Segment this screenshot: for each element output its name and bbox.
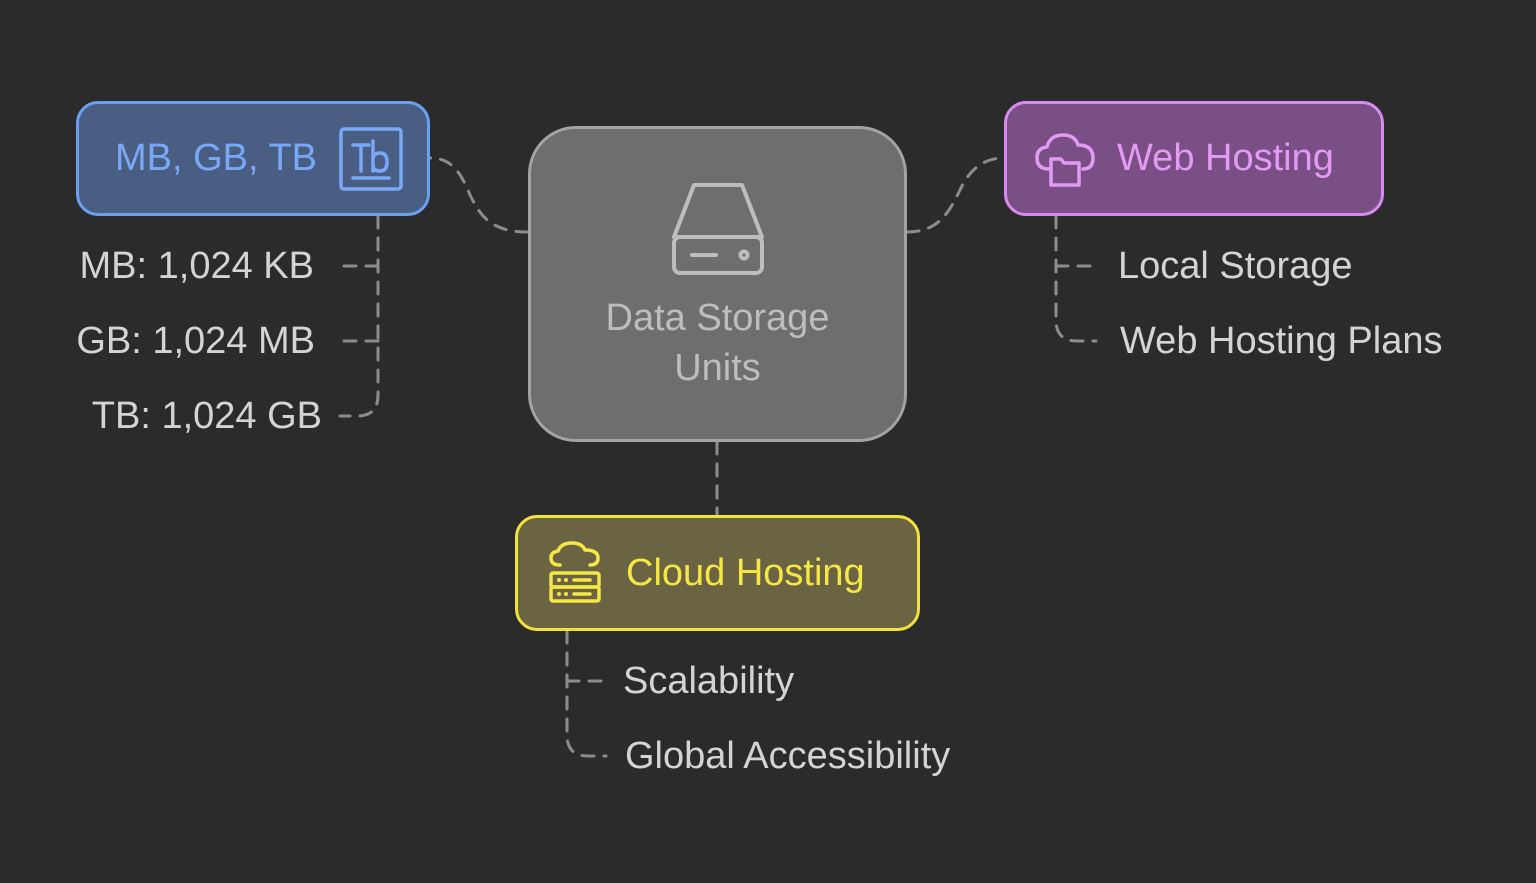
cloud-hosting-node-label: Cloud Hosting	[626, 551, 865, 594]
hard-drive-icon	[671, 183, 764, 275]
units-item-gb: GB: 1,024 MB	[76, 320, 315, 362]
connector-cloud-trunk	[565, 629, 608, 758]
cloud-item-scalability: Scalability	[623, 660, 795, 702]
connector-web-trunk	[1054, 214, 1098, 343]
center-node: Data Storage Units	[528, 126, 907, 442]
units-node-label: MB, GB, TB	[115, 137, 318, 179]
tb-letters-icon	[339, 126, 403, 191]
center-title: Data Storage Units	[605, 297, 830, 389]
cloud-item-global-accessibility: Global Accessibility	[625, 735, 951, 777]
web-item-local-storage: Local Storage	[1118, 245, 1353, 287]
web-hosting-node: Web Hosting	[1004, 101, 1384, 216]
cloud-hosting-node: Cloud Hosting	[515, 515, 920, 631]
connector-center-units	[428, 156, 530, 234]
units-item-tb: TB: 1,024 GB	[91, 395, 322, 437]
connector-center-web	[905, 156, 1006, 234]
web-hosting-node-label: Web Hosting	[1117, 137, 1334, 179]
cloud-folder-icon	[1035, 132, 1095, 187]
web-item-hosting-plans: Web Hosting Plans	[1120, 320, 1443, 362]
units-node: MB, GB, TB	[76, 101, 430, 216]
connector-units-trunk	[338, 214, 380, 418]
cloud-server-icon	[549, 541, 601, 603]
units-item-mb: MB: 1,024 KB	[79, 245, 314, 287]
